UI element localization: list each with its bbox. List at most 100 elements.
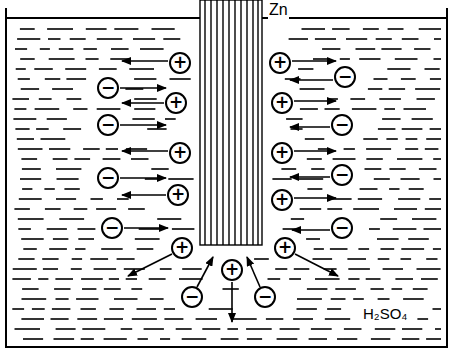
- liquid-dash: [402, 38, 419, 40]
- liquid-dash: [347, 258, 366, 260]
- liquid-dash: [51, 318, 69, 320]
- liquid-dash: [294, 268, 310, 270]
- liquid-dash: [289, 278, 301, 280]
- liquid-dash: [76, 298, 98, 300]
- liquid-dash: [350, 98, 365, 100]
- liquid-dash: [281, 168, 296, 170]
- liquid-dash: [56, 328, 76, 330]
- liquid-dash: [293, 318, 313, 320]
- liquid-dash: [45, 78, 61, 80]
- liquid-dash: [425, 68, 440, 70]
- ion-circle: +: [271, 189, 293, 211]
- liquid-dash: [65, 68, 86, 70]
- ion-charge: +: [278, 239, 292, 256]
- liquid-dash: [358, 198, 382, 200]
- liquid-dash: [86, 28, 107, 30]
- liquid-dash: [322, 48, 340, 50]
- liquid-dash: [359, 58, 380, 60]
- liquid-dash: [433, 158, 441, 160]
- liquid-dash: [12, 278, 31, 280]
- liquid-dash: [425, 208, 441, 210]
- liquid-dash: [337, 338, 357, 340]
- liquid-dash: [13, 118, 36, 120]
- ion-circle: +: [169, 52, 191, 74]
- liquid-dash: [227, 328, 238, 330]
- liquid-dash: [325, 318, 350, 320]
- liquid-dash: [49, 248, 67, 250]
- liquid-dash: [114, 28, 138, 30]
- liquid-dash: [135, 238, 160, 240]
- liquid-dash: [132, 118, 154, 120]
- liquid-dash: [47, 228, 67, 230]
- liquid-dash: [371, 338, 390, 340]
- liquid-dash: [163, 38, 180, 40]
- liquid-dash: [412, 218, 436, 220]
- liquid-dash: [327, 208, 342, 210]
- liquid-dash: [376, 38, 392, 40]
- liquid-dash: [246, 328, 272, 330]
- ion-charge: −: [101, 116, 115, 133]
- ion-circle: −: [101, 217, 123, 239]
- liquid-dash: [291, 128, 303, 130]
- ion-charge: +: [173, 54, 187, 71]
- liquid-dash: [133, 38, 155, 40]
- liquid-dash: [55, 278, 73, 280]
- liquid-dash: [381, 48, 401, 50]
- liquid-dash: [348, 268, 370, 270]
- ion-circle: +: [271, 142, 293, 164]
- liquid-dash: [389, 88, 405, 90]
- liquid-dash: [134, 98, 157, 100]
- liquid-dash: [104, 288, 121, 290]
- liquid-dash: [129, 68, 154, 70]
- liquid-dash: [160, 338, 170, 340]
- ion-charge: +: [273, 54, 287, 71]
- liquid-dash: [221, 338, 239, 340]
- liquid-dash: [363, 138, 378, 140]
- liquid-dash: [22, 188, 32, 190]
- liquid-dash: [18, 228, 31, 230]
- liquid-dash: [114, 298, 138, 300]
- liquid-dash: [18, 258, 34, 260]
- ion-circle: +: [271, 92, 293, 114]
- liquid-dash: [21, 158, 37, 160]
- liquid-dash: [375, 328, 396, 330]
- liquid-dash: [360, 188, 378, 190]
- liquid-dash: [75, 248, 85, 250]
- liquid-dash: [313, 58, 330, 60]
- liquid-dash: [377, 238, 399, 240]
- liquid-dash: [300, 88, 325, 90]
- liquid-dash: [81, 338, 94, 340]
- liquid-dash: [366, 148, 391, 150]
- liquid-dash: [172, 228, 195, 230]
- liquid-dash: [40, 48, 50, 50]
- liquid-dash: [74, 208, 88, 210]
- liquid-dash: [78, 238, 94, 240]
- liquid-dash: [374, 78, 388, 80]
- ion-charge: +: [175, 239, 189, 256]
- ion-circle: +: [171, 237, 193, 259]
- ion-charge: +: [171, 186, 185, 203]
- liquid-dash: [72, 258, 82, 260]
- ion-circle: +: [169, 142, 191, 164]
- liquid-dash: [182, 268, 202, 270]
- liquid-dash: [54, 288, 70, 290]
- liquid-dash: [387, 68, 410, 70]
- liquid-dash: [137, 248, 154, 250]
- liquid-dash: [408, 238, 429, 240]
- ion-charge: +: [275, 94, 289, 111]
- liquid-dash: [101, 248, 123, 250]
- motion-arrows: [120, 61, 338, 322]
- liquid-dash: [20, 178, 41, 180]
- ion-circle: −: [331, 164, 353, 186]
- liquid-dash: [297, 308, 317, 310]
- ion-charge: −: [335, 116, 349, 133]
- liquid-dash: [36, 128, 49, 130]
- liquid-dash: [365, 168, 382, 170]
- liquid-dash: [19, 198, 42, 200]
- liquid-dash: [17, 138, 34, 140]
- liquid-dash: [20, 58, 35, 60]
- liquid-dash: [353, 208, 379, 210]
- liquid-dash: [412, 118, 433, 120]
- liquid-dash: [182, 338, 207, 340]
- liquid-dash: [402, 128, 423, 130]
